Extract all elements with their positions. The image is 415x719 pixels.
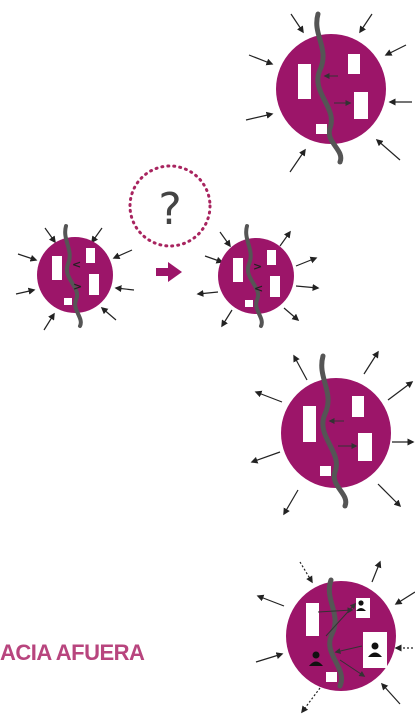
block: [64, 298, 72, 305]
block: [298, 64, 311, 99]
strand: [326, 577, 344, 689]
inward-arrows: [245, 13, 412, 173]
block: [352, 396, 364, 417]
block: [233, 258, 243, 282]
person-icon: [368, 642, 382, 657]
strand: [319, 353, 349, 509]
mixed-arrows: [255, 560, 415, 714]
question-bubble: ?: [128, 164, 212, 248]
mixed-arrows: [196, 230, 320, 328]
strand: [244, 224, 264, 328]
right-arrow-icon: [156, 262, 182, 282]
strand: [63, 224, 83, 328]
person-icon: [309, 651, 323, 666]
cell-top: [245, 11, 412, 173]
inward-arrows: [15, 227, 135, 331]
block: [245, 300, 253, 307]
block: [354, 92, 368, 119]
block: [348, 54, 360, 74]
block: [267, 250, 276, 265]
block: [303, 406, 316, 442]
block: [270, 276, 280, 297]
block: [363, 632, 387, 668]
block: [52, 256, 62, 280]
block: [356, 598, 370, 618]
svg-text:>: >: [73, 280, 82, 293]
caption-text: ACIA AFUERA: [0, 640, 145, 665]
cell-bottom: [255, 560, 415, 714]
strand: [314, 11, 344, 165]
block: [326, 672, 337, 682]
svg-text:<: <: [254, 282, 263, 295]
outward-arrows: [250, 350, 415, 516]
cell-before: < >: [15, 224, 135, 331]
question-mark: ?: [158, 184, 181, 235]
block: [320, 466, 331, 476]
cell-outward: [250, 350, 415, 516]
block: [89, 274, 99, 295]
svg-text:<: <: [72, 258, 81, 271]
block: [306, 603, 319, 636]
block: [358, 433, 372, 461]
block: [86, 248, 95, 263]
svg-text:>: >: [253, 260, 262, 273]
cell-after: > <: [196, 224, 320, 328]
person-icon: [356, 600, 366, 611]
block: [316, 124, 327, 134]
